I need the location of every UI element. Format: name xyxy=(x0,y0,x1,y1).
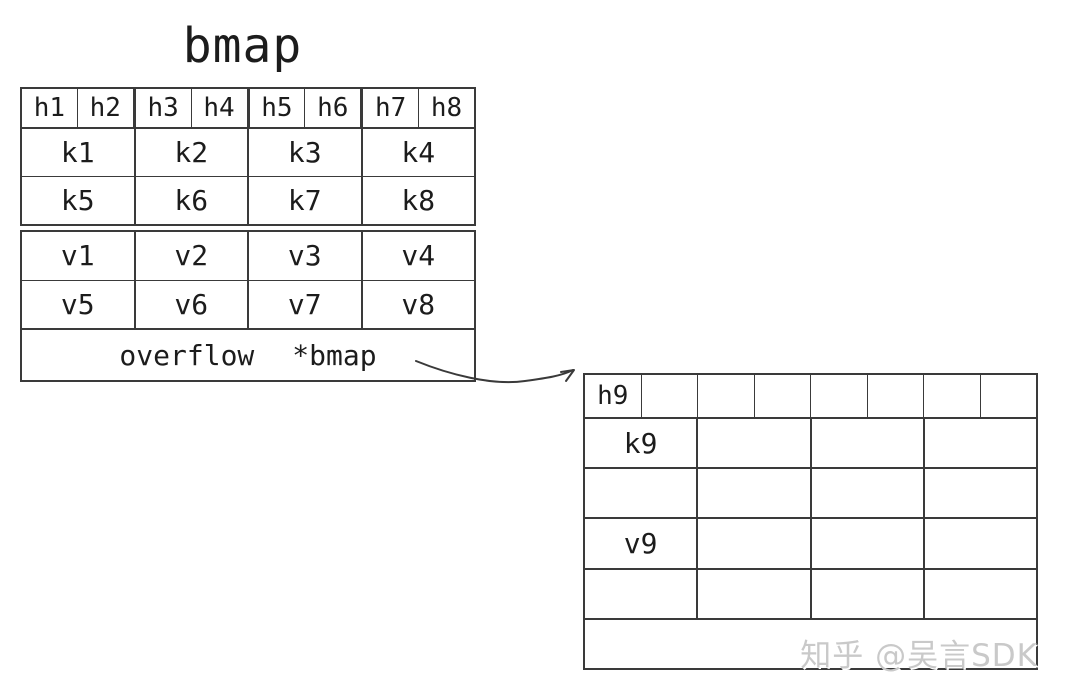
overflow-field-label: overflow xyxy=(119,338,255,372)
tophash-cell xyxy=(923,375,980,417)
tophash-row: h9 xyxy=(585,375,1036,417)
value-cell xyxy=(696,519,809,568)
value-cell xyxy=(696,569,809,618)
value-cell: v5 xyxy=(60,287,95,321)
value-cell xyxy=(922,569,1036,618)
value-cell: v3 xyxy=(247,232,361,280)
value-cell: v2 xyxy=(133,232,248,280)
main-bucket-hash-key-block: h1 h2 h3 h4 h5 h6 h7 h8 k1 k2 k3 k4 k5 k… xyxy=(20,87,476,226)
value-cell xyxy=(922,519,1036,568)
value-cell xyxy=(809,569,923,618)
key-cell: k7 xyxy=(247,177,361,224)
value-row: v9 xyxy=(585,517,1036,568)
tophash-cell: h8 xyxy=(418,89,474,127)
key-row: k1 k2 k3 k4 xyxy=(22,127,474,176)
key-cell: k2 xyxy=(133,129,248,176)
overflow-pointer-row xyxy=(585,617,1036,668)
tophash-cell: h4 xyxy=(190,89,247,127)
overflow-type-label: *bmap xyxy=(292,338,377,372)
tophash-cell: h6 xyxy=(304,89,360,127)
key-cell: k6 xyxy=(133,177,248,224)
key-cell xyxy=(922,419,1036,468)
value-row: v5 v6 v7 v8 xyxy=(22,279,475,328)
key-row xyxy=(585,467,1036,518)
value-row xyxy=(585,567,1036,618)
tophash-cell xyxy=(979,375,1037,417)
value-cell: v1 xyxy=(60,239,95,273)
tophash-cell xyxy=(810,375,867,417)
tophash-cell: h1 xyxy=(33,93,66,123)
key-cell: k1 xyxy=(60,136,95,169)
tophash-cell: h5 xyxy=(246,89,305,127)
key-cell xyxy=(585,469,696,517)
value-cell: v8 xyxy=(360,280,475,328)
key-row: k9 xyxy=(585,417,1036,468)
tophash-row: h1 h2 h3 h4 h5 h6 h7 h8 xyxy=(22,89,474,127)
main-bucket-value-overflow-block: v1 v2 v3 v4 v5 v6 v7 v8 overflow *bmap xyxy=(20,230,476,382)
key-cell xyxy=(696,419,809,468)
key-cell xyxy=(922,469,1036,518)
tophash-cell: h9 xyxy=(597,381,629,411)
tophash-cell xyxy=(753,375,811,417)
tophash-cell: h7 xyxy=(360,89,418,127)
key-cell xyxy=(809,419,923,468)
value-cell: v6 xyxy=(133,280,248,328)
value-cell: v9 xyxy=(623,527,658,560)
value-row: v1 v2 v3 v4 xyxy=(22,232,474,280)
tophash-cell xyxy=(866,375,924,417)
key-cell: k4 xyxy=(360,129,475,176)
value-cell xyxy=(585,570,696,618)
overflow-pointer-row: overflow *bmap xyxy=(22,328,474,380)
tophash-cell xyxy=(640,375,698,417)
overflow-bucket-block: h9 k9 v9 xyxy=(583,373,1038,670)
value-cell xyxy=(809,519,923,568)
tophash-cell: h2 xyxy=(76,89,133,127)
key-cell: k3 xyxy=(247,129,361,176)
value-cell: v4 xyxy=(360,232,475,280)
key-cell: k9 xyxy=(623,426,658,460)
watermark-text: 知乎 @吴言SDK xyxy=(800,638,1038,674)
key-cell: k5 xyxy=(60,184,95,217)
key-cell xyxy=(696,469,809,518)
key-cell: k8 xyxy=(360,177,475,224)
key-cell xyxy=(809,469,923,518)
key-row: k5 k6 k7 k8 xyxy=(22,176,474,224)
tophash-cell: h3 xyxy=(132,89,191,127)
tophash-cell xyxy=(697,375,754,417)
diagram-title: bmap xyxy=(182,18,303,74)
value-cell: v7 xyxy=(247,280,361,328)
